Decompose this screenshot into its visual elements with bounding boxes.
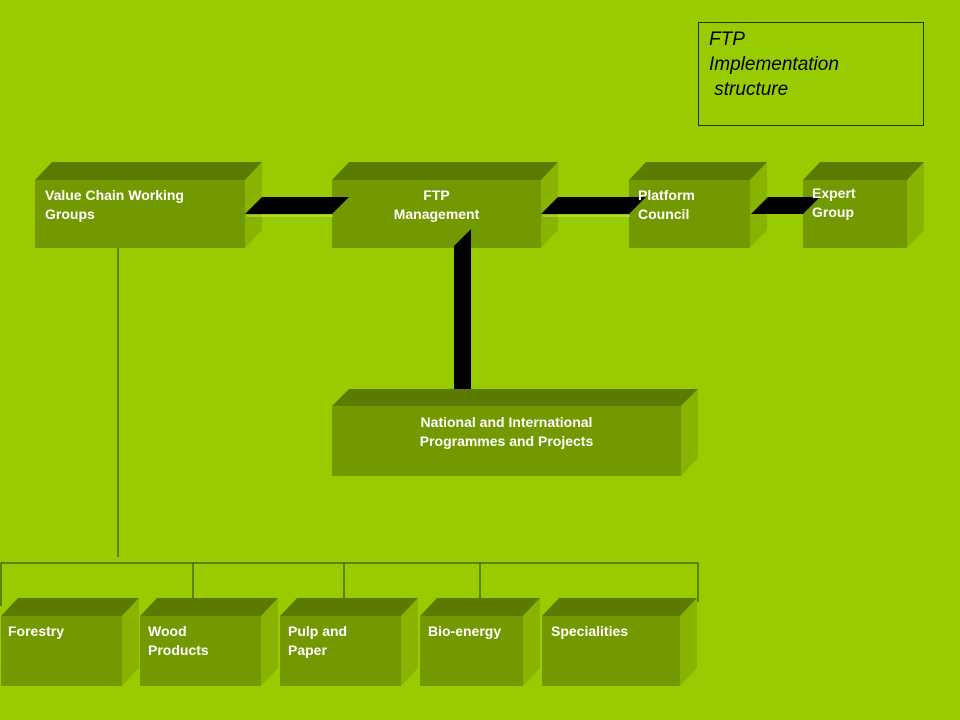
value-chain-label: Value Chain Working Groups (45, 187, 184, 222)
specialities-box (542, 598, 697, 686)
national-programmes-box (332, 389, 698, 476)
bottom-bracket-line (0, 562, 699, 606)
title-box: FTP Implementation structure (698, 22, 924, 126)
platform-council-box (629, 162, 767, 248)
national-programmes-label: National and International Programmes an… (419, 414, 594, 449)
platform-council-label: Platform Council (638, 187, 695, 222)
bio-energy-label: Bio-energy (428, 623, 502, 639)
pulp-paper-box (280, 598, 418, 686)
expert-group-box (803, 162, 924, 248)
specialities-label: Specialities (551, 623, 629, 639)
connector-value-chain-to-ftp (245, 197, 349, 217)
wood-products-label: Wood Products (148, 623, 209, 658)
expert-group-label: Expert Group (812, 185, 856, 220)
bio-energy-box (420, 598, 540, 686)
ftp-management-box (332, 162, 558, 248)
forestry-box (1, 598, 139, 686)
wood-products-box (140, 598, 278, 686)
connector-ftp-to-platform (541, 197, 646, 217)
ftp-management-label: FTP Management (393, 187, 480, 222)
forestry-label: Forestry (8, 623, 65, 639)
connector-ftp-to-national (454, 229, 471, 389)
value-chain-box (35, 162, 262, 248)
pulp-paper-label: Pulp and Paper (288, 623, 348, 658)
connector-platform-to-expert (751, 197, 820, 214)
diagram-title: FTP Implementation structure (709, 29, 839, 100)
connector-lines (0, 248, 699, 606)
